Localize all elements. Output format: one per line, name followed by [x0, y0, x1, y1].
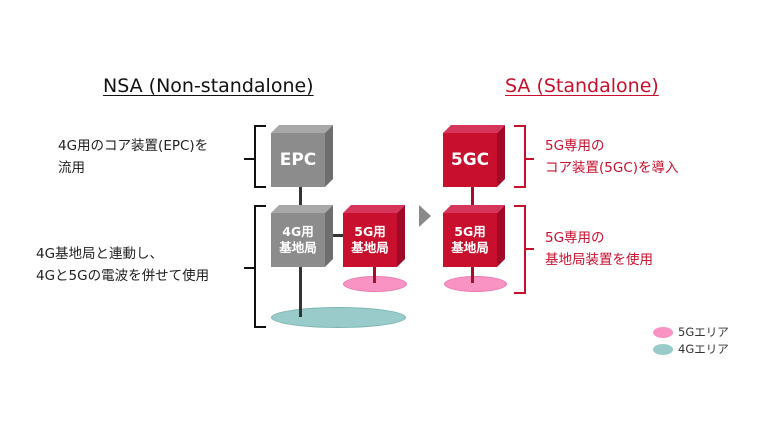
legend-item-4g-area: 4Gエリア [653, 341, 729, 357]
nsa-4g-bs-label-line2: 基地局 [279, 240, 317, 255]
epc-label: EPC [271, 133, 325, 187]
sa-5g-bs-label-line1: 5G用 [454, 224, 486, 239]
nsa-5g-bs-label-line2: 基地局 [351, 240, 389, 255]
5gc-cube: 5GC [443, 125, 505, 187]
nsa-4g-bs-label-line1: 4G用 [282, 224, 314, 239]
nsa-bs-desc-line1: 4G基地局と連動し、 [36, 246, 164, 262]
4g-area-swatch-icon [653, 343, 673, 355]
transition-arrow-icon [419, 205, 431, 227]
sa-5g-area-ellipse [444, 276, 507, 292]
sa-bs-description: 5G専用の 基地局装置を使用 [545, 227, 653, 271]
nsa-title: NSA (Non-standalone) [103, 75, 314, 97]
nsa-bs-bracket [254, 205, 266, 328]
nsa-5g-bs-label-line1: 5G用 [354, 224, 386, 239]
nsa-bs-description: 4G基地局と連動し、 4Gと5Gの電波を併せて使用 [36, 243, 209, 287]
sa-5g-base-station-cube: 5G用 基地局 [443, 205, 505, 267]
nsa-4g-base-station-cube: 4G用 基地局 [271, 205, 333, 267]
nsa-core-description: 4G用のコア装置(EPC)を 流用 [58, 135, 208, 179]
nsa-5g-area-link [373, 267, 376, 283]
legend-4g-label: 4Gエリア [678, 342, 729, 356]
sa-core-desc-line2: コア装置(5GC)を導入 [545, 160, 679, 176]
sa-core-description: 5G専用の コア装置(5GC)を導入 [545, 135, 679, 179]
nsa-4g-area-link [299, 267, 302, 317]
epc-cube: EPC [271, 125, 333, 187]
sa-core-bracket [514, 125, 526, 188]
sa-core-bracket-tick [524, 158, 534, 160]
nsa-core-bracket-tick [244, 158, 254, 160]
sa-bs-bracket-tick [524, 248, 534, 250]
nsa-core-bracket [254, 125, 266, 188]
5g-area-swatch-icon [653, 326, 673, 338]
sa-core-desc-line1: 5G専用の [545, 138, 605, 154]
nsa-4g-area-ellipse [271, 307, 406, 328]
sa-5g-area-link [471, 267, 474, 283]
sa-bs-desc-line2: 基地局装置を使用 [545, 252, 653, 268]
nsa-bs-desc-line2: 4Gと5Gの電波を併せて使用 [36, 268, 210, 284]
legend-item-5g-area: 5Gエリア [653, 324, 729, 340]
nsa-epc-4g-link [299, 185, 302, 207]
nsa-4g-5g-link [330, 234, 344, 237]
sa-5g-bs-label-line2: 基地局 [451, 240, 489, 255]
nsa-core-desc-line1: 4G用のコア装置(EPC)を [58, 138, 209, 154]
nsa-5g-base-station-cube: 5G用 基地局 [343, 205, 405, 267]
nsa-bs-bracket-tick [244, 267, 254, 269]
sa-5gc-bs-link [471, 185, 474, 207]
5gc-label: 5GC [443, 133, 497, 187]
sa-title: SA (Standalone) [505, 75, 659, 97]
nsa-core-desc-line2: 流用 [58, 160, 85, 176]
sa-bs-desc-line1: 5G専用の [545, 230, 605, 246]
legend-5g-label: 5Gエリア [678, 325, 729, 339]
